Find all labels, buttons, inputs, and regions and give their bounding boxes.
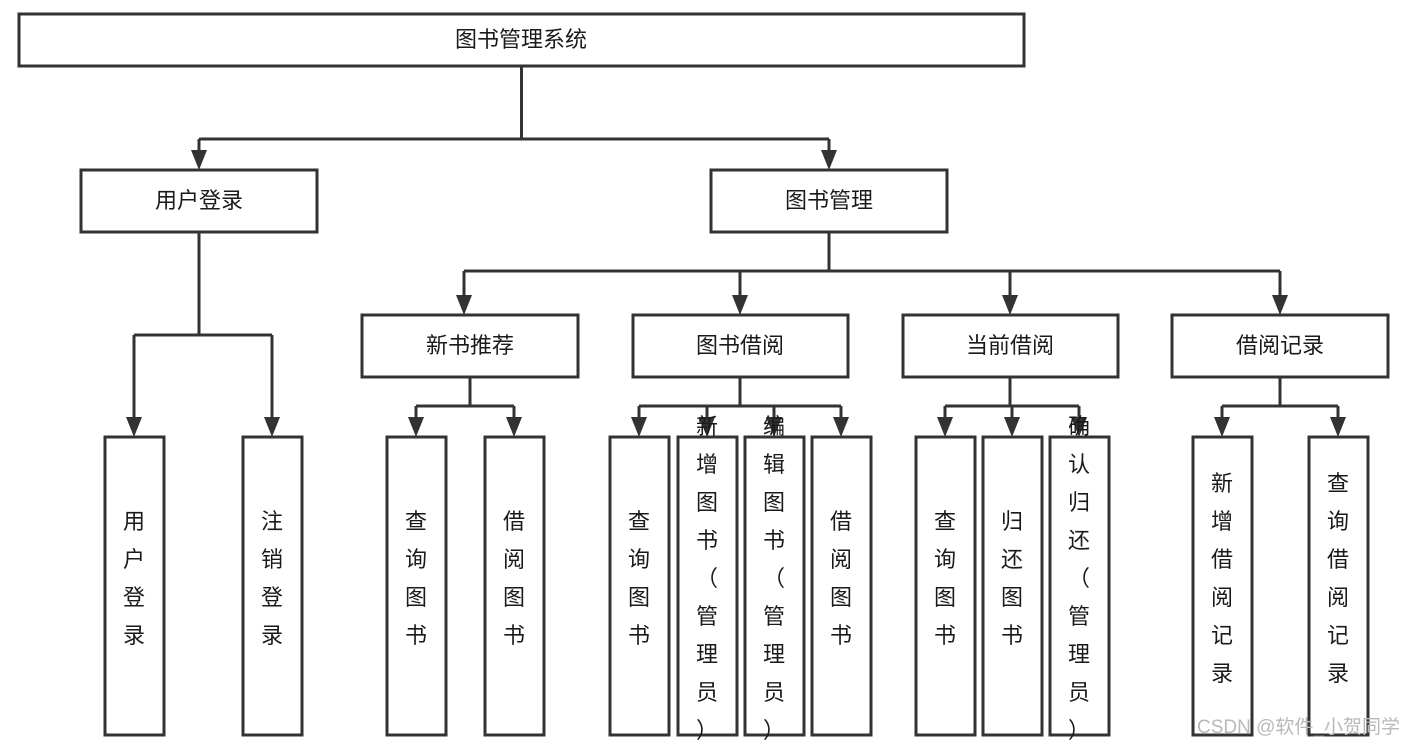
node-book-manage-label: 图书管理 [785, 188, 873, 213]
node-leaf-query-book-1-box[interactable] [385, 435, 448, 737]
node-leaf-add-book[interactable]: 新增图书（管理员） [676, 414, 739, 743]
node-current-borrow[interactable]: 当前借阅 [901, 313, 1120, 379]
node-leaf-add-book-box[interactable] [676, 435, 739, 737]
arrow-head-book-borrow [732, 295, 748, 315]
node-leaf-borrow-book-2-label: 借阅图书 [830, 509, 852, 648]
arrow-head-leaf-confirm-return [1071, 417, 1087, 437]
arrow-head-leaf-query-record [1330, 417, 1346, 437]
node-leaf-borrow-book-1[interactable]: 借阅图书 [483, 435, 546, 737]
arrow-head-borrow-record [1272, 295, 1288, 315]
watermark-label: CSDN @软件_小贺同学 [1197, 716, 1400, 738]
node-user-login-label: 用户登录 [155, 188, 243, 213]
arrow-head-book-manage [821, 150, 837, 170]
node-leaf-edit-book[interactable]: 编辑图书（管理员） [743, 414, 806, 743]
node-leaf-logout-label: 注销登录 [261, 509, 283, 648]
node-leaf-user-login[interactable]: 用户登录 [103, 435, 166, 737]
arrow-head-new-book-rec [456, 295, 472, 315]
node-leaf-query-record-box[interactable] [1307, 435, 1370, 737]
node-borrow-record[interactable]: 借阅记录 [1170, 313, 1390, 379]
node-leaf-borrow-book-2-box[interactable] [810, 435, 873, 737]
arrow-head-leaf-borrow-book-1 [506, 417, 522, 437]
node-current-borrow-box[interactable] [901, 313, 1120, 379]
node-leaf-user-login-box[interactable] [103, 435, 166, 737]
arrow-head-leaf-query-book-3 [937, 417, 953, 437]
node-user-login[interactable]: 用户登录 [79, 168, 319, 234]
arrow-head-leaf-user-login [126, 417, 142, 437]
node-book-borrow-box[interactable] [631, 313, 850, 379]
node-leaf-confirm-return[interactable]: 确认归还（管理员） [1048, 414, 1111, 743]
node-leaf-return-book[interactable]: 归还图书 [981, 435, 1044, 737]
node-new-book-rec[interactable]: 新书推荐 [360, 313, 580, 379]
arrow-head-current-borrow [1002, 295, 1018, 315]
node-leaf-add-record[interactable]: 新增借阅记录 [1191, 435, 1254, 737]
node-new-book-rec-box[interactable] [360, 313, 580, 379]
node-leaf-logout-box[interactable] [241, 435, 304, 737]
node-leaf-query-book-1-label: 查询图书 [405, 509, 427, 648]
node-leaf-query-book-2-label: 查询图书 [628, 509, 650, 648]
node-leaf-edit-book-box[interactable] [743, 435, 806, 737]
node-new-book-rec-label: 新书推荐 [426, 333, 514, 358]
node-book-borrow[interactable]: 图书借阅 [631, 313, 850, 379]
node-leaf-confirm-return-label: 确认归还（管理员） [1068, 414, 1090, 743]
arrow-head-leaf-edit-book [766, 417, 782, 437]
node-leaf-edit-book-label: 编辑图书（管理员） [763, 414, 785, 743]
node-leaf-add-record-label: 新增借阅记录 [1211, 471, 1233, 686]
node-leaf-query-book-3-box[interactable] [914, 435, 977, 737]
node-user-login-box[interactable] [79, 168, 319, 234]
node-root[interactable]: 图书管理系统 [17, 12, 1026, 68]
arrow-head-leaf-return-book [1004, 417, 1020, 437]
arrow-head-leaf-query-book-1 [408, 417, 424, 437]
node-borrow-record-label: 借阅记录 [1236, 333, 1324, 358]
node-root-box[interactable] [17, 12, 1026, 68]
node-leaf-query-record[interactable]: 查询借阅记录 [1307, 435, 1370, 737]
arrow-head-leaf-logout [264, 417, 280, 437]
node-current-borrow-label: 当前借阅 [966, 333, 1054, 358]
node-leaf-borrow-book-1-label: 借阅图书 [503, 509, 525, 648]
node-leaf-add-record-box[interactable] [1191, 435, 1254, 737]
arrow-head-leaf-borrow-book-2 [833, 417, 849, 437]
node-root-label: 图书管理系统 [455, 27, 587, 52]
node-leaf-query-book-3[interactable]: 查询图书 [914, 435, 977, 737]
node-leaf-query-book-2[interactable]: 查询图书 [608, 435, 671, 737]
node-leaf-add-book-label: 新增图书（管理员） [696, 414, 718, 743]
arrow-head-leaf-add-book [699, 417, 715, 437]
node-leaf-query-book-3-label: 查询图书 [934, 509, 956, 648]
node-leaf-return-book-label: 归还图书 [1001, 509, 1023, 648]
node-leaf-logout[interactable]: 注销登录 [241, 435, 304, 737]
node-leaf-confirm-return-box[interactable] [1048, 435, 1111, 737]
node-leaf-return-book-box[interactable] [981, 435, 1044, 737]
node-leaf-borrow-book-1-box[interactable] [483, 435, 546, 737]
node-leaf-borrow-book-2[interactable]: 借阅图书 [810, 435, 873, 737]
node-leaf-query-book-2-box[interactable] [608, 435, 671, 737]
connector-layer [126, 66, 1346, 437]
node-leaf-query-book-1[interactable]: 查询图书 [385, 435, 448, 737]
node-borrow-record-box[interactable] [1170, 313, 1390, 379]
node-book-manage[interactable]: 图书管理 [709, 168, 949, 234]
node-leaf-user-login-label: 用户登录 [123, 509, 145, 648]
arrow-head-leaf-add-record [1214, 417, 1230, 437]
node-leaf-query-record-label: 查询借阅记录 [1327, 471, 1349, 686]
arrow-head-leaf-query-book-2 [631, 417, 647, 437]
arrow-head-user-login [191, 150, 207, 170]
node-book-manage-box[interactable] [709, 168, 949, 234]
node-book-borrow-label: 图书借阅 [696, 333, 784, 358]
